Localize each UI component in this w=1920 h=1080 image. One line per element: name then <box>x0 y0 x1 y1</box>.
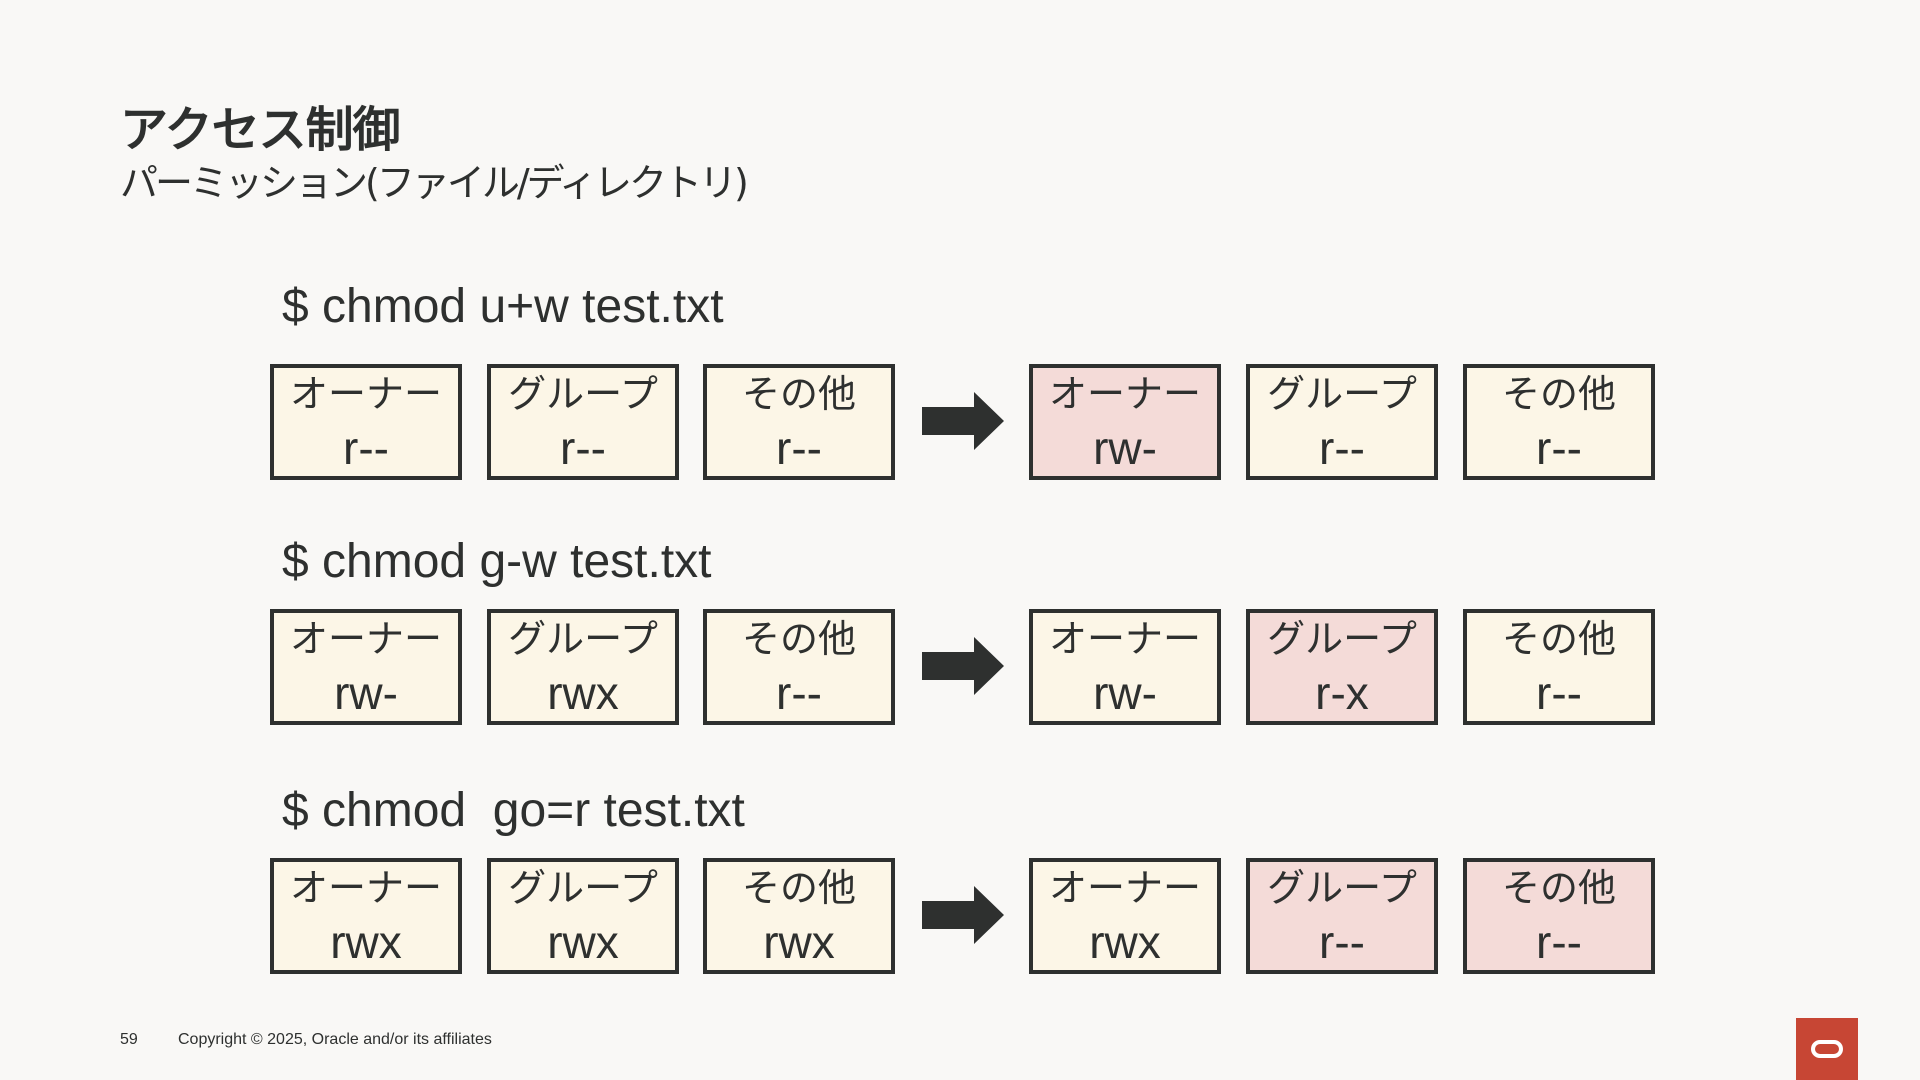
after-owner-box: オーナー rw- <box>1029 609 1221 725</box>
box-permission: r-- <box>776 667 822 719</box>
before-owner-box: オーナー rw- <box>270 609 462 725</box>
box-permission: rw- <box>334 667 398 719</box>
box-label: オーナー <box>289 617 442 661</box>
box-permission: r-- <box>343 422 389 474</box>
before-other-box: その他 rwx <box>703 858 895 974</box>
box-label: グループ <box>508 617 658 661</box>
box-label: その他 <box>741 866 856 910</box>
box-permission: rwx <box>330 916 402 968</box>
box-label: その他 <box>1501 866 1616 910</box>
box-permission: r-- <box>1536 667 1582 719</box>
after-other-box: その他 r-- <box>1463 858 1655 974</box>
after-group-box: グループ r-- <box>1246 858 1438 974</box>
box-label: その他 <box>741 617 856 661</box>
after-other-box: その他 r-- <box>1463 364 1655 480</box>
box-label: オーナー <box>289 866 442 910</box>
box-label: グループ <box>508 372 658 416</box>
page-subtitle: パーミッション(ファイル/ディレクトリ) <box>120 161 749 205</box>
copyright-text: Copyright © 2025, Oracle and/or its affi… <box>178 1031 492 1048</box>
box-permission: rw- <box>1093 422 1157 474</box>
before-other-box: その他 r-- <box>703 364 895 480</box>
right-arrow-icon <box>922 392 1004 450</box>
box-permission: r-x <box>1315 667 1369 719</box>
page-title: アクセス制御 <box>120 102 401 158</box>
box-label: その他 <box>741 372 856 416</box>
right-arrow-icon <box>922 886 1004 944</box>
box-permission: rw- <box>1093 667 1157 719</box>
box-permission: rwx <box>547 667 619 719</box>
before-owner-box: オーナー rwx <box>270 858 462 974</box>
box-label: オーナー <box>1048 617 1201 661</box>
box-permission: r-- <box>560 422 606 474</box>
before-other-box: その他 r-- <box>703 609 895 725</box>
permission-row: オーナー r-- グループ r-- その他 r-- オーナー rw- グループ … <box>270 364 1655 480</box>
before-group-box: グループ rwx <box>487 858 679 974</box>
box-label: グループ <box>1267 617 1417 661</box>
permission-row: オーナー rwx グループ rwx その他 rwx オーナー rwx グループ … <box>270 858 1655 974</box>
box-permission: r-- <box>1536 916 1582 968</box>
after-group-box: グループ r-x <box>1246 609 1438 725</box>
box-permission: r-- <box>1319 916 1365 968</box>
box-permission: r-- <box>776 422 822 474</box>
box-label: オーナー <box>1048 372 1201 416</box>
permission-row: オーナー rw- グループ rwx その他 r-- オーナー rw- グループ … <box>270 609 1655 725</box>
box-label: グループ <box>508 866 658 910</box>
box-permission: r-- <box>1536 422 1582 474</box>
page-number: 59 <box>120 1031 138 1048</box>
after-owner-box: オーナー rw- <box>1029 364 1221 480</box>
after-group-box: グループ r-- <box>1246 364 1438 480</box>
box-label: その他 <box>1501 372 1616 416</box>
oracle-logo-icon <box>1796 1018 1858 1080</box>
after-other-box: その他 r-- <box>1463 609 1655 725</box>
box-permission: rwx <box>763 916 835 968</box>
box-permission: rwx <box>1089 916 1161 968</box>
box-label: オーナー <box>1048 866 1201 910</box>
right-arrow-icon <box>922 637 1004 695</box>
after-owner-box: オーナー rwx <box>1029 858 1221 974</box>
box-label: オーナー <box>289 372 442 416</box>
box-label: その他 <box>1501 617 1616 661</box>
command-line: $ chmod go=r test.txt <box>282 784 745 837</box>
before-group-box: グループ r-- <box>487 364 679 480</box>
command-line: $ chmod u+w test.txt <box>282 280 724 333</box>
box-permission: rwx <box>547 916 619 968</box>
box-label: グループ <box>1267 866 1417 910</box>
command-line: $ chmod g-w test.txt <box>282 535 712 588</box>
before-group-box: グループ rwx <box>487 609 679 725</box>
box-label: グループ <box>1267 372 1417 416</box>
before-owner-box: オーナー r-- <box>270 364 462 480</box>
box-permission: r-- <box>1319 422 1365 474</box>
